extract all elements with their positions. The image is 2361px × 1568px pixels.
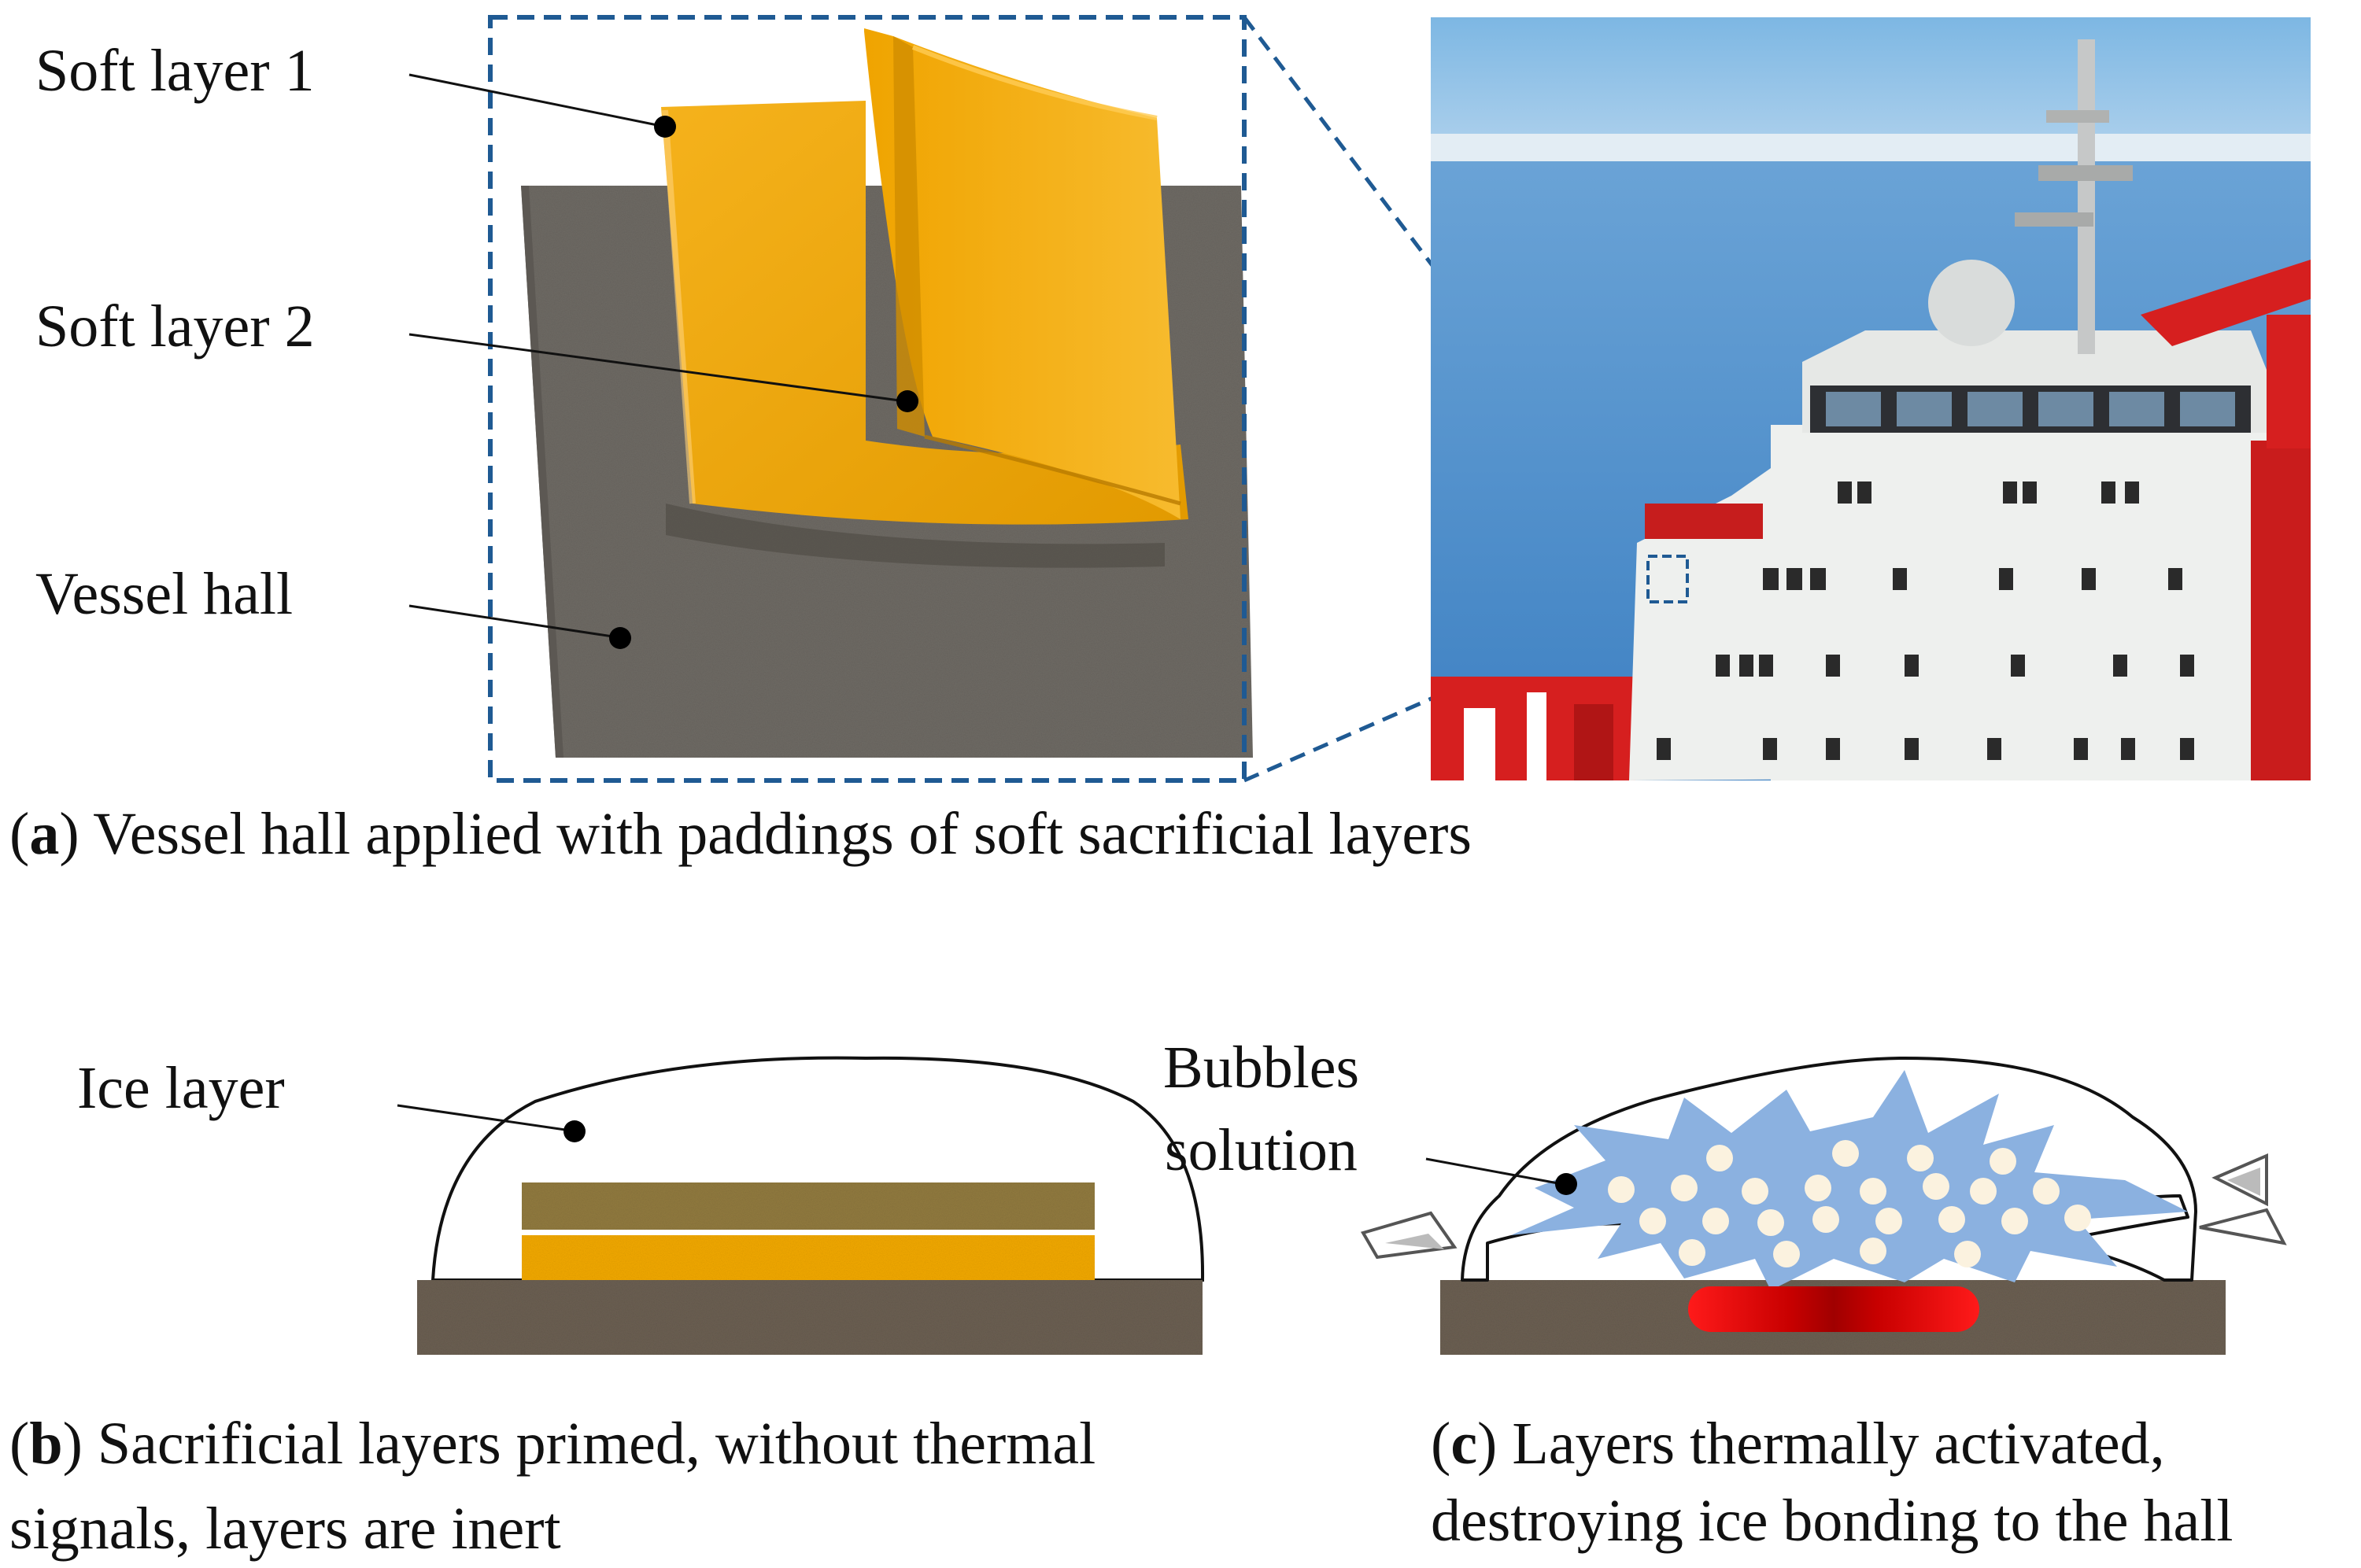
label-bubbles: Bubbles <box>1163 1035 1359 1101</box>
zoom-frame <box>488 15 1247 783</box>
caption-b-line2: signals, layers are inert <box>9 1496 561 1562</box>
vessel-hall-marker <box>609 627 631 649</box>
bubbles <box>1608 1140 2091 1267</box>
heat-signal <box>1688 1286 1979 1332</box>
caption-a: (a) Vessel hall applied with paddings of… <box>9 801 1472 867</box>
ship-photo <box>1431 17 2311 780</box>
label-solution: solution <box>1165 1117 1358 1183</box>
panel-a-render <box>521 28 1253 758</box>
label-soft-layer-2: Soft layer 2 <box>35 293 315 360</box>
bubbles-solution-marker <box>1555 1173 1577 1195</box>
ice-fragment-right-bottom <box>2199 1208 2287 1245</box>
soft-layer-1-marker <box>654 116 676 138</box>
primed-layer-top <box>522 1182 1095 1230</box>
label-ice-layer: Ice layer <box>77 1055 285 1121</box>
ship-crane <box>1431 677 1635 780</box>
ice-layer-marker <box>563 1120 586 1142</box>
soft-layer-2-sheet <box>864 28 1180 519</box>
bubbles-solution <box>1511 1070 2188 1290</box>
caption-b-line1: (b) Sacrificial layers primed, without t… <box>9 1411 1096 1477</box>
panel-b-diagram <box>417 1056 1205 1355</box>
ship-windows <box>1657 481 2194 760</box>
ice-fragment-left <box>1360 1211 1458 1260</box>
hull-location-marker <box>1646 555 1689 603</box>
caption-c-line1: (c) Layers thermally activated, <box>1431 1411 2165 1477</box>
soft-layer-1-sheet <box>661 101 1188 525</box>
primed-layer-bottom <box>522 1235 1095 1280</box>
label-vessel-hall: Vessel hall <box>35 561 293 627</box>
label-soft-layer-1: Soft layer 1 <box>35 38 315 104</box>
substrate-b <box>417 1280 1203 1355</box>
panel-c-diagram <box>1360 1057 2287 1355</box>
caption-c-line2: destroying ice bonding to the hall <box>1431 1488 2233 1554</box>
soft-layer-2-marker <box>896 390 918 412</box>
